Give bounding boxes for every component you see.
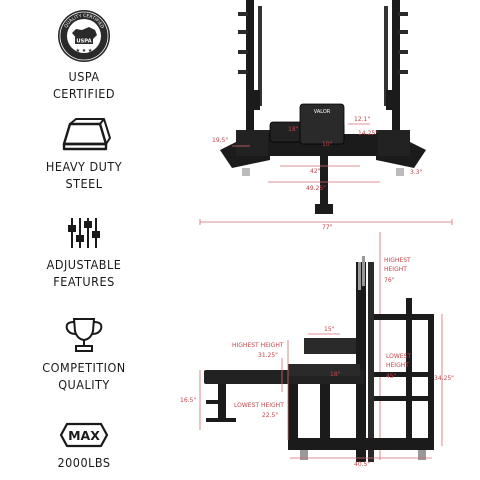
dim-49-25: 49.25" <box>306 185 326 192</box>
dim-42: 42" <box>310 168 321 175</box>
steel-block-icon <box>62 118 111 151</box>
feature-label-line: ADJUSTABLE <box>46 257 122 272</box>
highest-height2-label: HIGHEST HEIGHT <box>232 342 284 349</box>
trophy-icon <box>65 318 103 352</box>
dim-15: 15" <box>324 326 335 333</box>
badge-center-text: USPA <box>76 39 91 45</box>
lowest-height-label: LOWEST HEIGHT <box>234 402 284 409</box>
side-view-diagram: HIGHEST HEIGHT 76" 15" 18" HIGHEST H <box>180 232 454 468</box>
feature-column: QUALITY CERTIFIED USPA ★ ★ ★ USPA CERTIF… <box>0 0 170 480</box>
dim-12-1: 12.1" <box>354 116 370 123</box>
feature-uspa-certified: QUALITY CERTIFIED USPA ★ ★ ★ USPA CERTIF… <box>14 8 154 102</box>
feature-label-line: FEATURES <box>53 274 115 289</box>
lowest-height2-label: HEIGHT <box>386 362 409 369</box>
dim-3-3: 3.3" <box>410 169 423 176</box>
lowest-height2-label: LOWEST <box>386 353 411 360</box>
feature-label-line: USPA <box>68 69 100 84</box>
bench-brand-label: VALOR <box>314 109 331 115</box>
feature-label-line: 2000LBS <box>57 455 111 470</box>
highest-height-label: HEIGHT <box>384 266 407 273</box>
dim-18: 18" <box>288 126 299 133</box>
highest-height2-value: 31.25" <box>258 352 278 359</box>
dim-10: 10" <box>322 141 333 148</box>
feature-label: USPA CERTIFIED <box>14 68 154 102</box>
product-diagrams: VALOR 19.5" 18" 10" 12.1" 14.25" 42" 3.3… <box>180 0 454 468</box>
feature-label: HEAVY DUTY STEEL <box>14 158 154 192</box>
max-weight-icon: MAX <box>59 422 109 448</box>
dim-18-side: 18" <box>330 371 341 378</box>
feature-label-line: CERTIFIED <box>52 86 116 101</box>
feature-label-line: STEEL <box>65 176 103 191</box>
feature-label-line: QUALITY <box>58 377 110 392</box>
uspa-badge-icon: QUALITY CERTIFIED USPA ★ ★ ★ <box>58 10 110 62</box>
feature-max-weight: MAX 2000LBS <box>14 420 154 471</box>
feature-label-line: COMPETITION <box>42 360 126 375</box>
feature-heavy-duty-steel: HEAVY DUTY STEEL <box>14 114 154 192</box>
dim-34-25: 34.25" <box>434 375 454 382</box>
highest-height-value: 76" <box>384 277 395 284</box>
feature-adjustable: ADJUSTABLE FEATURES <box>14 214 154 290</box>
dim-77: 77" <box>322 224 333 231</box>
dim-40-5: 40.5" <box>354 461 370 468</box>
adjust-sliders-icon <box>68 218 100 248</box>
svg-text:★ ★ ★: ★ ★ ★ <box>76 48 93 54</box>
max-badge-text: MAX <box>68 428 100 443</box>
dim-14-25: 14.25" <box>358 130 378 137</box>
feature-label: COMPETITION QUALITY <box>14 359 154 393</box>
top-view-diagram: VALOR 19.5" 18" 10" 12.1" 14.25" 42" 3.3… <box>199 0 453 231</box>
feature-label-line: HEAVY DUTY <box>45 159 123 174</box>
dim-19-5: 19.5" <box>212 137 228 144</box>
feature-competition-quality: COMPETITION QUALITY <box>14 315 154 393</box>
lowest-height2-value: 45" <box>386 373 397 380</box>
feature-label: 2000LBS <box>14 454 154 471</box>
lowest-height-value: 22.5" <box>262 412 278 419</box>
feature-label: ADJUSTABLE FEATURES <box>14 256 154 290</box>
highest-height-label: HIGHEST <box>384 257 411 264</box>
dim-16-5: 16.5" <box>180 397 196 404</box>
